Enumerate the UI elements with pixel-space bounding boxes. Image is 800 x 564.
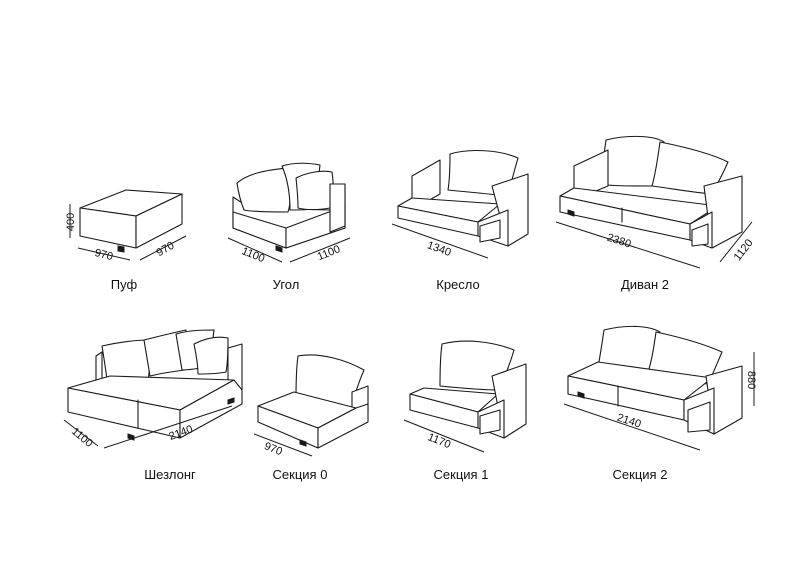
label-ugol: Угол [272,277,300,292]
label-puf: Пуф [110,277,138,292]
dim-kreslo: 1340 [425,239,452,259]
dim-divan2-depth: 1120 [732,237,756,263]
drawing-divan2 [555,135,753,269]
label-sekciya2: Секция 2 [612,467,668,482]
dim-puf-height: 400 [65,213,77,231]
dim-sekciya0: 970 [262,440,284,458]
drawing-sekciya2 [563,325,755,451]
dim-ugol-a: 1100 [240,245,266,265]
drawing-ugol [227,162,351,263]
label-kreslo: Кресло [436,277,480,292]
label-sekciya0: Секция 0 [272,467,328,482]
label-sheslong: Шезлонг [144,467,196,482]
drawing-sekciya0 [253,354,369,457]
label-sekciya1: Секция 1 [433,467,489,482]
drawing-kreslo [391,150,529,259]
dim-divan2-length: 2380 [605,232,632,251]
drawing-sheslong [63,329,243,449]
drawing-sekciya1 [403,340,527,453]
dim-sekciya2-length: 2140 [615,412,642,431]
dim-sekciya1: 1170 [426,431,452,451]
label-divan2: Диван 2 [620,277,670,292]
drawing-puf [69,189,187,261]
dim-ugol-b: 1100 [316,243,342,263]
dim-sheslong-depth: 1100 [69,426,95,450]
dim-sekciya2-height: 880 [745,371,757,389]
dim-puf-width: 970 [93,247,114,263]
